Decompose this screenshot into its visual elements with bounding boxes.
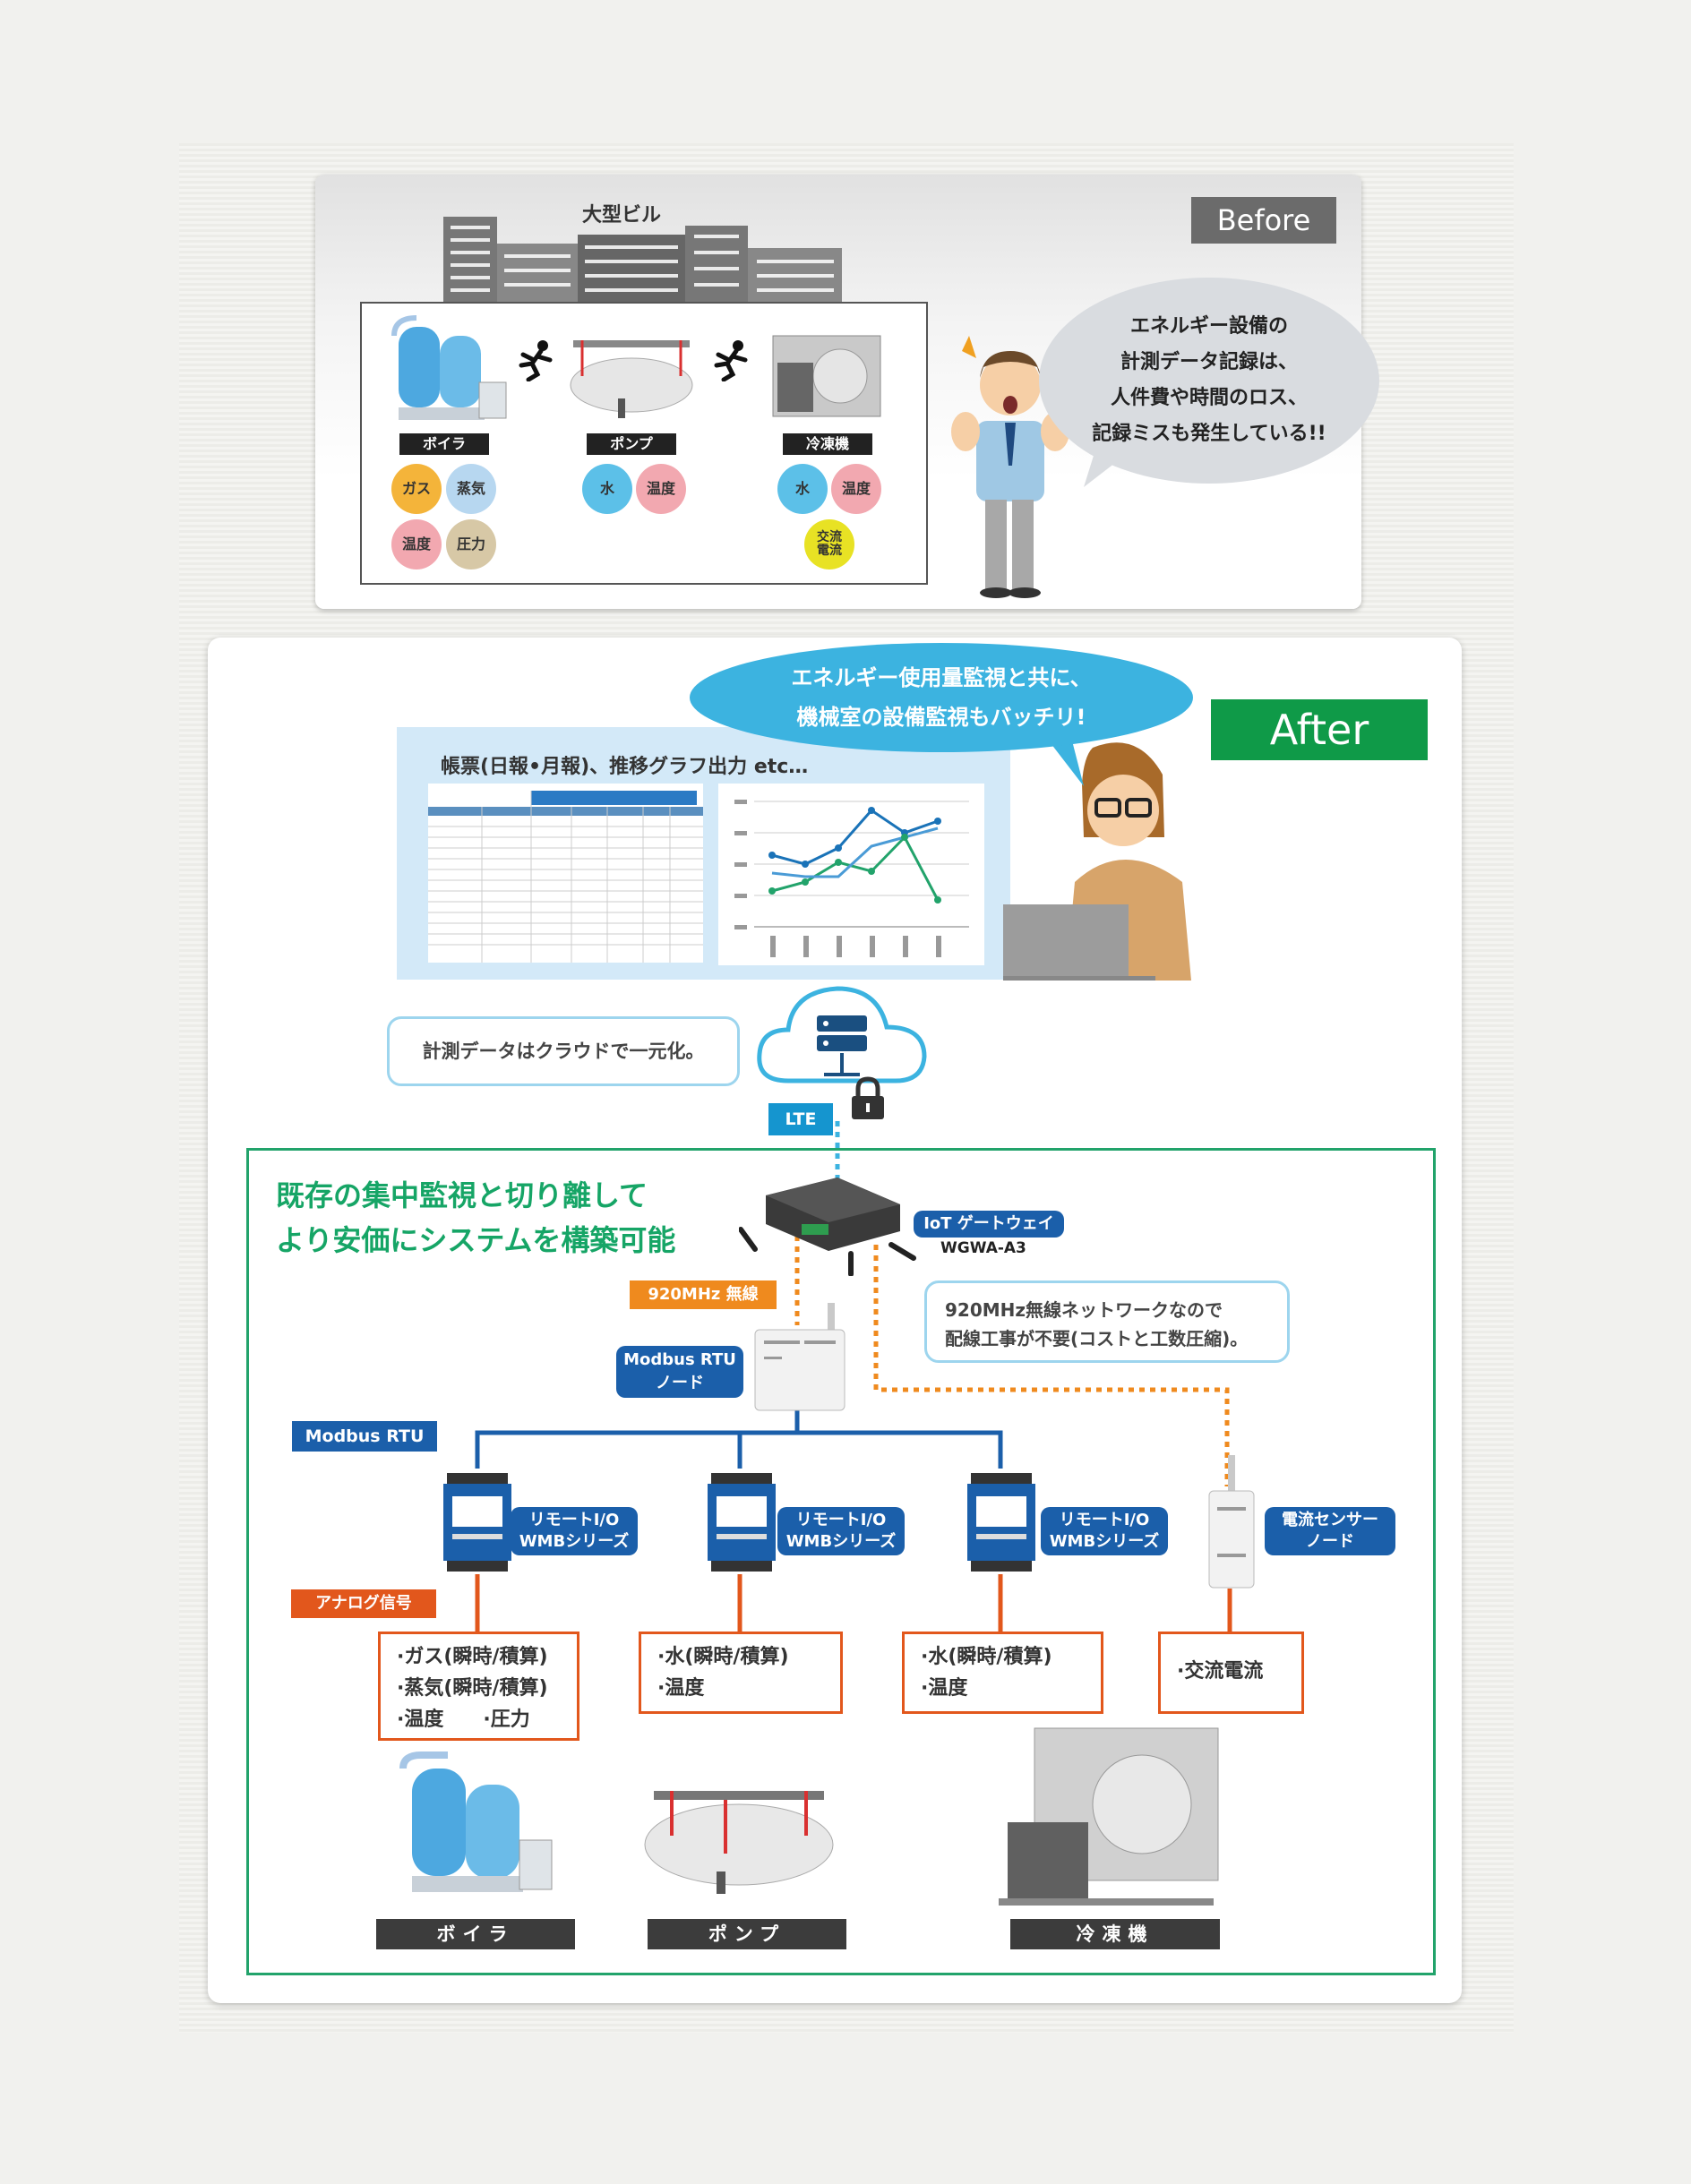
- signal-line: ·温度 ·圧力: [397, 1709, 530, 1731]
- remote-io-label-line: WMBシリーズ: [785, 1532, 897, 1551]
- current-signal-box: ·交流電流: [1158, 1632, 1304, 1714]
- building-illustration: [443, 217, 842, 304]
- before-bubble-line: 計測データ記録は、: [1120, 351, 1298, 373]
- pump-label: ポンプ: [587, 433, 676, 455]
- signal-line: ·水(瞬時/積算): [921, 1646, 1052, 1668]
- cloud-server-icon: [757, 986, 927, 1083]
- before-speech-bubble: エネルギー設備の 計測データ記録は、 人件費や時間のロス、 記録ミスも発生してい…: [1039, 278, 1379, 484]
- boiler-illustration: [391, 315, 507, 420]
- iot-gateway-device: [739, 1178, 916, 1276]
- signal-line: ·水(瞬時/積算): [657, 1646, 789, 1668]
- modbus-bus-label: Modbus RTU: [292, 1421, 437, 1452]
- cloud-note: 計測データはクラウドで一元化。: [387, 1016, 740, 1086]
- signal-line: ·温度: [657, 1677, 705, 1700]
- modbus-node-device: [754, 1303, 846, 1411]
- pump-label: ポンプ: [648, 1919, 846, 1949]
- signal-line: ·ガス(瞬時/積算): [397, 1646, 548, 1668]
- temperature-circle: 温度: [391, 519, 442, 570]
- signal-line: ·温度: [921, 1677, 968, 1700]
- remote-io-label-line: WMBシリーズ: [1049, 1532, 1160, 1551]
- remote-io-device: [443, 1473, 511, 1572]
- remote-io-label: リモートI/O WMBシリーズ: [777, 1507, 905, 1555]
- lock-icon: [852, 1076, 884, 1119]
- remote-io-label-line: リモートI/O: [795, 1511, 887, 1529]
- remote-io-device: [967, 1473, 1035, 1572]
- wireless-note: 920MHz無線ネットワークなので 配線工事が不要(コストと工数圧縮)。: [924, 1280, 1290, 1363]
- wireless-note-line: 920MHz無線ネットワークなので: [945, 1299, 1223, 1321]
- modbus-node-label: Modbus RTU ノード: [616, 1346, 743, 1398]
- steam-circle: 蒸気: [446, 464, 496, 514]
- current-sensor-node-label-line: ノード: [1306, 1532, 1354, 1551]
- gateway-label: IoT ゲートウェイ: [914, 1211, 1064, 1238]
- woman-with-laptop-illustration: [1003, 742, 1191, 981]
- before-tag: Before: [1191, 197, 1336, 244]
- running-person-icon: [714, 340, 748, 381]
- system-frame: [246, 1148, 1436, 1975]
- wireless-label: 920MHz 無線: [630, 1280, 777, 1309]
- remote-io-label-line: リモートI/O: [1059, 1511, 1150, 1529]
- boiler-label: ボイラ: [399, 433, 489, 455]
- pressure-circle: 圧力: [446, 519, 496, 570]
- water-circle: 水: [777, 464, 828, 514]
- before-bubble-line: 人件費や時間のロス、: [1110, 387, 1308, 409]
- remote-io-label: リモートI/O WMBシリーズ: [511, 1507, 638, 1555]
- remote-io-label-line: WMBシリーズ: [519, 1532, 630, 1551]
- worried-man-illustration: [951, 336, 1069, 598]
- pump-signal-box: ·水(瞬時/積算) ·温度: [639, 1632, 843, 1714]
- report-title: 帳票(日報•月報)、推移グラフ出力 etc…: [441, 756, 809, 778]
- chiller-illustration: [772, 335, 881, 417]
- current-sensor-node-device: [1208, 1455, 1255, 1589]
- gateway-model: WGWA-A3: [940, 1239, 1026, 1257]
- pump-illustration: [570, 340, 693, 418]
- analog-signal-label: アナログ信号: [291, 1589, 436, 1618]
- before-bubble-line: エネルギー設備の: [1129, 315, 1288, 338]
- boiler-label: ボイラ: [376, 1919, 575, 1949]
- boiler-illustration: [399, 1751, 553, 1892]
- signal-line: ·交流電流: [1177, 1660, 1264, 1683]
- water-circle: 水: [582, 464, 632, 514]
- after-bubble-line: エネルギー使用量監視と共に、: [791, 665, 1092, 690]
- current-sensor-node-label: 電流センサー ノード: [1265, 1507, 1395, 1555]
- temperature-circle: 温度: [831, 464, 881, 514]
- current-sensor-node-label-line: 電流センサー: [1282, 1511, 1378, 1529]
- gas-circle: ガス: [391, 464, 442, 514]
- report-table-thumbnail: [428, 784, 703, 963]
- modbus-node-label-line: Modbus RTU: [623, 1350, 736, 1369]
- lte-label: LTE: [768, 1103, 833, 1135]
- chiller-illustration: [999, 1727, 1219, 1906]
- chiller-label: 冷凍機: [1010, 1919, 1220, 1949]
- chiller-label: 冷凍機: [783, 433, 872, 455]
- before-bubble-line: 記録ミスも発生している!!: [1092, 423, 1326, 445]
- pump-illustration: [644, 1791, 834, 1894]
- after-speech-bubble: エネルギー使用量監視と共に、 機械室の設備監視もバッチリ!: [690, 643, 1193, 752]
- modbus-node-label-line: ノード: [656, 1374, 704, 1392]
- wireless-note-line: 配線工事が不要(コストと工数圧縮)。: [945, 1328, 1249, 1349]
- after-tag: After: [1211, 699, 1428, 760]
- headline-line: より安価にシステムを構築可能: [276, 1223, 676, 1257]
- signal-line: ·蒸気(瞬時/積算): [397, 1677, 548, 1700]
- running-person-icon: [519, 340, 553, 381]
- remote-io-label-line: リモートI/O: [528, 1511, 620, 1529]
- boiler-signal-box: ·ガス(瞬時/積算) ·蒸気(瞬時/積算) ·温度 ·圧力: [378, 1632, 579, 1741]
- after-bubble-line: 機械室の設備監視もバッチリ!: [796, 705, 1086, 730]
- building-label: 大型ビル: [582, 204, 662, 227]
- headline-line: 既存の集中監視と切り離して: [276, 1178, 648, 1212]
- remote-io-label: リモートI/O WMBシリーズ: [1041, 1507, 1168, 1555]
- remote-io-device: [708, 1473, 776, 1572]
- ac-current-circle: 交流 電流: [804, 519, 854, 570]
- trend-chart-thumbnail: [718, 784, 984, 965]
- headline: 既存の集中監視と切り離して より安価にシステムを構築可能: [276, 1173, 675, 1263]
- chiller-signal-box: ·水(瞬時/積算) ·温度: [902, 1632, 1103, 1714]
- temperature-circle: 温度: [636, 464, 686, 514]
